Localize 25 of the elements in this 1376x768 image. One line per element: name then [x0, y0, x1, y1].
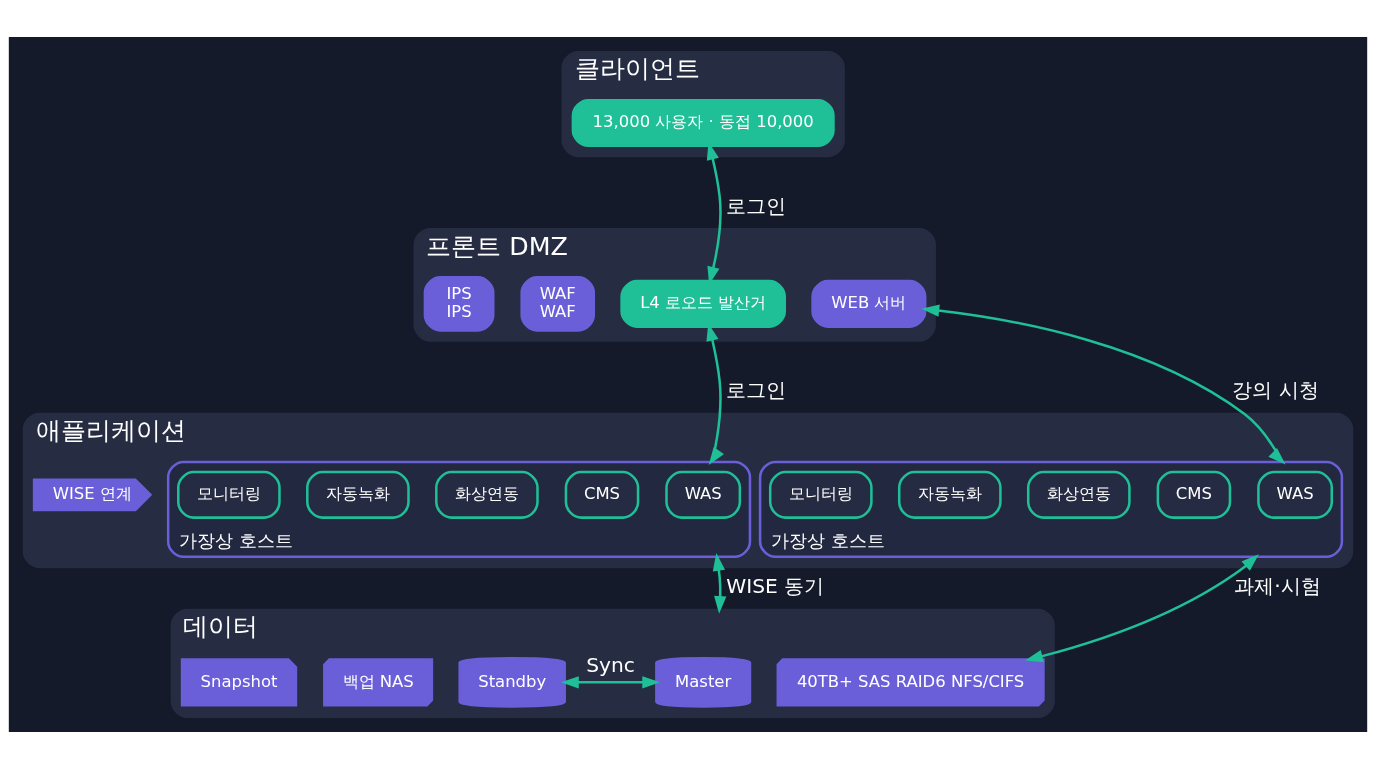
node-box: 13,000 사용자 · 동접 10,000 — [571, 98, 835, 147]
node-box: WAS — [1257, 470, 1334, 519]
node-box: WEB 서버 — [811, 279, 927, 328]
edge-label: WISE 동기 — [726, 573, 825, 598]
node-box: CMS — [1156, 470, 1232, 519]
node-box: 모니터링 — [768, 470, 873, 519]
arrow — [561, 675, 661, 689]
edge-label: 강의 시청 — [1232, 377, 1319, 402]
edge-label: 과제·시험 — [1234, 573, 1321, 598]
arrow — [921, 303, 1286, 465]
node-box: IPS IPS — [423, 275, 495, 332]
node-box: 자동녹화 — [306, 470, 410, 519]
node-box: WAS — [665, 470, 742, 519]
node-box: L4 로오드 발산거 — [620, 279, 787, 328]
edge-label: Sync — [586, 652, 635, 677]
node-box: 화상연동 — [1026, 470, 1131, 519]
node-box: WAF WAF — [520, 275, 596, 332]
edge-label: 로그인 — [725, 377, 786, 402]
edge-label: 로그인 — [725, 193, 786, 218]
node-box: CMS — [564, 470, 640, 519]
arrow — [712, 552, 727, 614]
node-box: 자동녹화 — [897, 470, 1002, 519]
arrow — [1025, 553, 1259, 662]
node-box: 화상연동 — [435, 470, 539, 519]
node-box: 모니터링 — [177, 470, 281, 519]
